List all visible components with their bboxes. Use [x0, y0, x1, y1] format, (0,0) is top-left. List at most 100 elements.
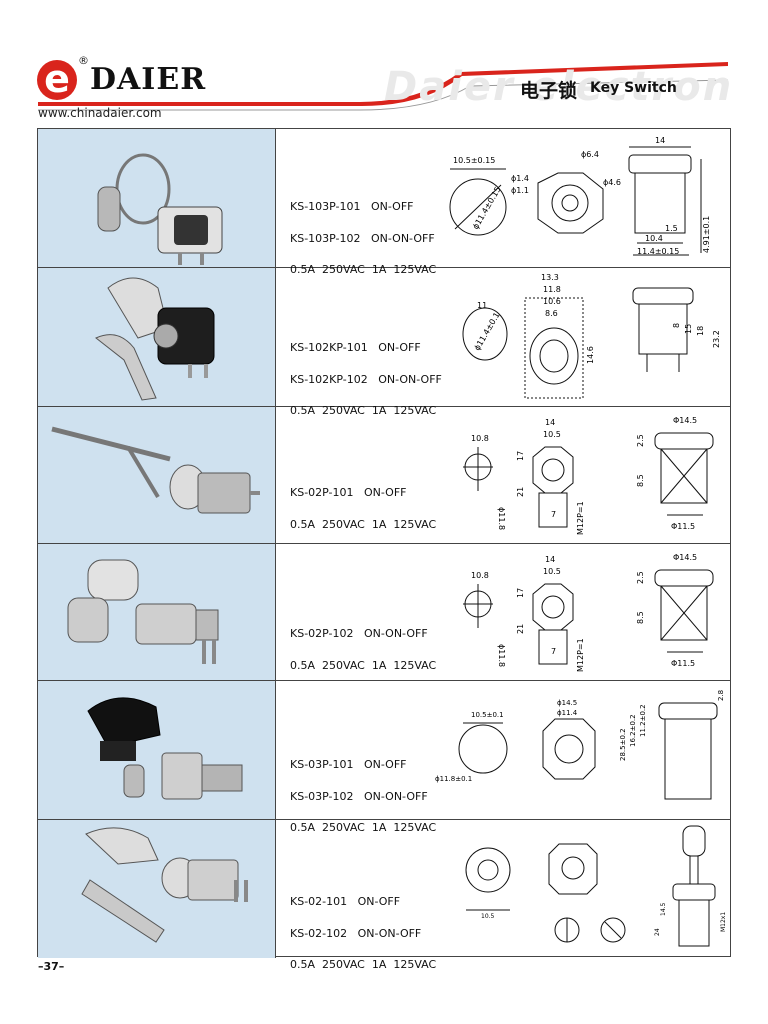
dim-label: M12P=1 [576, 501, 585, 535]
dim-label: ϕ11.4 [557, 709, 578, 717]
spec-line: 0.5A 250VAC 1A 125VAC [290, 658, 437, 672]
product-row: KS-02P-101 ON-OFF 0.5A 250VAC 1A 125VAC … [38, 407, 730, 544]
product-photo [38, 129, 276, 267]
product-photo [38, 544, 276, 680]
spec-line: KS-02-101 ON-OFF [290, 895, 401, 908]
spec-line: KS-102KP-102 ON-ON-OFF [290, 372, 442, 386]
product-row: KS-03P-101 ON-OFF KS-03P-102 ON-ON-OFF 0… [38, 681, 730, 833]
product-photo [38, 820, 276, 958]
key-switch-illustration [87, 697, 243, 800]
dim-label: ϕ1.4 [511, 174, 529, 183]
product-row: KS-02P-102 ON-ON-OFF 0.5A 250VAC 1A 125V… [38, 544, 730, 681]
dim-label: 7 [551, 647, 556, 656]
watermark-text: Daier electron [384, 64, 734, 110]
dim-label: 14.6 [586, 346, 595, 364]
spec-text: KS-103P-101 ON-OFF KS-103P-102 ON-ON-OFF… [290, 181, 436, 297]
spec-line: 0.5A 250VAC 1A 125VAC [290, 517, 437, 531]
dim-label: Φ11.5 [671, 659, 695, 668]
dim-label: 10.5 [481, 913, 495, 920]
dim-label: M12x1 [720, 912, 727, 932]
dim-label: 21 [516, 624, 525, 634]
dim-label: ϕ1.1 [511, 186, 529, 195]
product-photo [38, 681, 276, 819]
spec-text: KS-02P-101 ON-OFF 0.5A 250VAC 1A 125VAC [290, 467, 436, 551]
product-photo [38, 407, 276, 543]
header-banner-swoosh [38, 62, 729, 111]
dim-label: 7 [551, 510, 556, 519]
product-row: KS-102KP-101 ON-OFF KS-102KP-102 ON-ON-O… [38, 268, 730, 416]
dim-label: 11 [477, 301, 487, 310]
dim-label: 10.6 [543, 297, 561, 306]
dim-label: 17 [516, 451, 525, 461]
dim-label: 14 [655, 136, 665, 145]
technical-drawing: 10.5±0.1 ϕ11.8±0.1 ϕ14.5 ϕ11.4 2.8 11.2±… [435, 690, 725, 800]
dim-label: 8.5 [636, 474, 645, 487]
dim-label: 17 [516, 588, 525, 598]
dim-label: ϕ11.8 [497, 644, 506, 667]
dim-label: ϕ11.8±0.1 [435, 775, 472, 783]
dim-label: 23.2 [712, 330, 721, 348]
technical-drawing: 10.5 14.5 24 M12x1 [465, 825, 727, 947]
dim-label: Φ11.5 [671, 522, 695, 531]
dim-label: 14 [545, 555, 555, 564]
dim-label: ϕ11.8 [497, 507, 506, 530]
dim-label: 4.91±0.1 [702, 216, 711, 253]
dim-label: 10.5 [543, 430, 561, 439]
dim-label: 10.5 [543, 567, 561, 576]
spec-text: KS-02-101 ON-OFF KS-02-102 ON-ON-OFF 0.5… [290, 876, 436, 992]
dim-label: 8.5 [636, 611, 645, 624]
spec-line: KS-103P-102 ON-ON-OFF [290, 231, 435, 245]
spec-line: 0.5A 250VAC 1A 125VAC [290, 263, 437, 276]
technical-drawing: 10.8 ϕ11.8 14 10.5 17 21 7 M12P=1 Φ14.5 … [463, 416, 714, 535]
title-chinese: 电子锁 [520, 80, 578, 102]
product-table: KS-103P-101 ON-OFF KS-103P-102 ON-ON-OFF… [37, 128, 731, 970]
spec-line: KS-02-102 ON-ON-OFF [290, 926, 422, 940]
key-switch-illustration [97, 153, 223, 265]
dim-label: 16.2±0.2 [629, 714, 637, 747]
dim-label: 1.5 [665, 224, 678, 233]
key-switch-illustration [67, 559, 219, 664]
dim-label: M12P=1 [576, 638, 585, 672]
spec-text: KS-03P-101 ON-OFF KS-03P-102 ON-ON-OFF 0… [290, 739, 436, 855]
dim-label: ϕ11.4±0.15 [471, 185, 503, 231]
spec-line: 0.5A 250VAC 1A 125VAC [290, 821, 437, 834]
spec-line: 0.5A 250VAC 1A 125VAC [290, 404, 437, 417]
technical-drawing: 10.8 ϕ11.8 14 10.5 17 21 7 M12P=1 Φ14.5 … [463, 553, 714, 672]
technical-drawing: 10.5±0.15 ϕ11.4±0.15 ϕ1.4 ϕ1.1 ϕ6.4 ϕ4.6… [449, 136, 711, 256]
dim-label: ϕ4.6 [603, 178, 621, 187]
dim-label: 13.3 [541, 273, 559, 282]
title-english: Key Switch [590, 80, 677, 96]
dim-label: 2.5 [636, 571, 645, 584]
page-number: –37– [38, 960, 65, 973]
dim-label: Φ14.5 [673, 416, 697, 425]
key-switch-illustration [51, 426, 260, 514]
dim-label: 21 [516, 487, 525, 497]
brand-name: DAIER [90, 62, 207, 97]
spec-line: KS-103P-101 ON-OFF [290, 200, 414, 213]
spec-line: KS-03P-101 ON-OFF [290, 758, 407, 771]
dim-label: 10.4 [645, 234, 663, 243]
spec-line: KS-02P-101 ON-OFF [290, 486, 407, 499]
registered-mark: ® [78, 54, 89, 67]
dim-label: 15 [684, 324, 693, 334]
dim-label: 8 [672, 323, 681, 328]
dim-label: 18 [696, 326, 705, 336]
dim-label: 24 [654, 928, 661, 936]
dim-label: 2.5 [636, 434, 645, 447]
spec-line: 0.5A 250VAC 1A 125VAC [290, 958, 437, 971]
dim-label: ϕ6.4 [581, 150, 599, 159]
website-url: www.chinadaier.com [38, 106, 162, 120]
dim-label: 11.8 [543, 285, 561, 294]
dim-label: 10.8 [471, 571, 489, 580]
spec-line: KS-102KP-101 ON-OFF [290, 341, 421, 354]
dim-label: ϕ11.4±0.1 [473, 311, 502, 352]
logo-badge [37, 60, 77, 100]
dim-label: 14.5 [660, 902, 667, 916]
dim-label: 28.5±0.2 [619, 728, 627, 761]
product-photo [38, 268, 276, 406]
spec-text: KS-102KP-101 ON-OFF KS-102KP-102 ON-ON-O… [290, 322, 442, 438]
product-row: KS-103P-101 ON-OFF KS-103P-102 ON-ON-OFF… [38, 129, 730, 275]
spec-line: KS-02P-102 ON-ON-OFF [290, 627, 428, 640]
dim-label: ϕ14.5 [557, 699, 577, 707]
dim-label: 2.8 [717, 690, 725, 701]
